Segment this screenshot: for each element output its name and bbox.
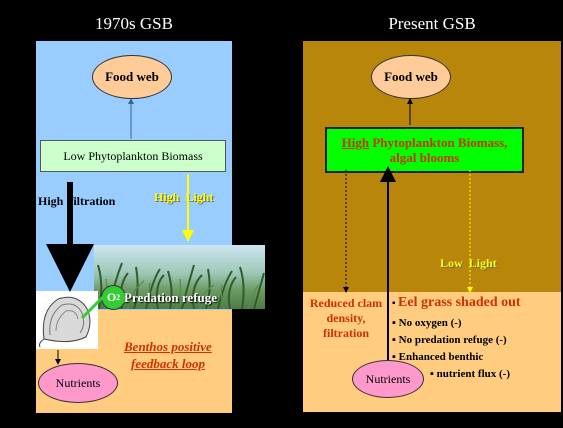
right-food-web-node: Food web	[371, 55, 451, 99]
right-panel-title: Present GSB	[388, 14, 476, 33]
left-panel-title: 1970s GSB	[95, 14, 173, 33]
reduced-clam-line1: Reduced clam	[309, 296, 383, 310]
left-nutrients-label: Nutrients	[55, 375, 101, 390]
oxygen-subscript: 2	[116, 293, 121, 302]
reduced-clam-line3: filtration	[323, 326, 369, 340]
benthos-feedback-line1: Benthos positive	[124, 339, 212, 354]
oxygen-link	[80, 295, 105, 320]
high-phytoplankton-word: High	[341, 135, 370, 150]
left-food-web-node: Food web	[92, 55, 172, 99]
bullet-enhanced-benthic: Enhanced benthic	[392, 351, 484, 363]
bullet-no-predation-refuge: No predation refuge (-)	[392, 334, 507, 346]
low-phytoplankton-box: Low Phytoplankton Biomass	[40, 140, 226, 172]
right-food-web-label: Food web	[384, 69, 438, 84]
high-phytoplankton-rest: Phytoplankton Biomass,	[369, 135, 508, 150]
low-phytoplankton-label: Low Phytoplankton Biomass	[63, 148, 203, 163]
oxygen-label: O	[106, 290, 117, 304]
clam-shell-drawing	[39, 296, 91, 348]
right-nutrients-label: Nutrients	[365, 371, 411, 386]
reduced-clam-line2: density,	[326, 311, 366, 325]
high-light-label: High Light	[154, 190, 214, 204]
clam-image	[36, 291, 98, 349]
predation-refuge-label: Predation refuge	[124, 290, 218, 305]
eel-grass-shaded-out: ▪ Eel grass shaded out	[392, 295, 521, 311]
bullet-no-oxygen: No oxygen (-)	[392, 317, 462, 329]
high-filtration-label: High filtration	[38, 194, 116, 208]
nutrient-flux-label: nutrient flux (-)	[430, 368, 510, 380]
eel-grass-label: Eel grass shaded out	[398, 295, 521, 310]
high-phytoplankton-line1: High Phytoplankton Biomass,	[342, 135, 508, 150]
left-nutrients-node: Nutrients	[38, 363, 118, 403]
benthos-feedback-line2: feedback loop	[131, 356, 206, 371]
eel-grass-bullet-icon: ▪	[392, 298, 399, 309]
high-phytoplankton-line2: algal blooms	[389, 150, 460, 165]
right-nutrients-node: Nutrients	[352, 360, 424, 398]
low-light-label: Low Light	[440, 256, 497, 270]
high-phytoplankton-box: High Phytoplankton Biomass, algal blooms	[325, 127, 524, 173]
left-food-web-label: Food web	[105, 69, 159, 84]
